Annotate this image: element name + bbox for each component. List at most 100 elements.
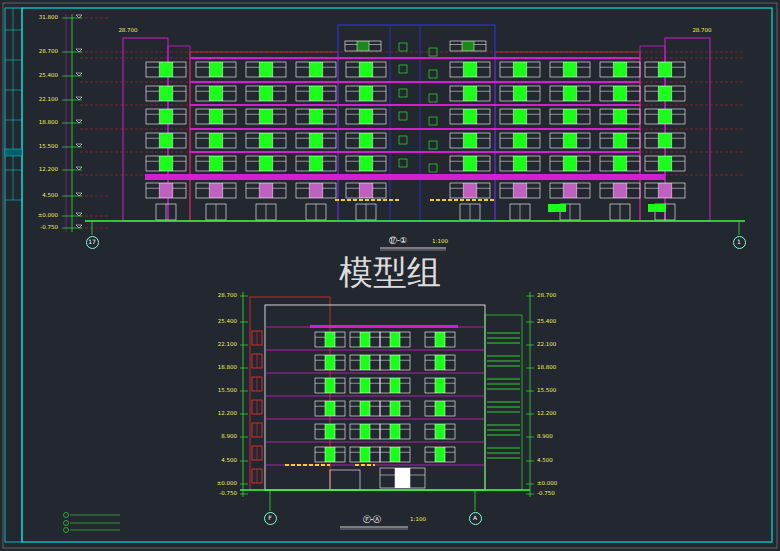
window-frame <box>425 378 455 393</box>
axis-line <box>475 490 476 511</box>
level-mark <box>76 120 82 123</box>
level-mark <box>76 49 82 52</box>
window-frame <box>315 447 345 462</box>
stair-window <box>429 164 437 172</box>
window-glass <box>435 401 445 416</box>
window-frame <box>500 86 540 101</box>
stair-window-line <box>257 331 258 345</box>
window-mullion <box>576 133 577 148</box>
window-transom <box>273 161 286 162</box>
door-line <box>620 204 621 220</box>
stair-window <box>399 136 407 144</box>
window-glass <box>209 86 222 101</box>
level-mark <box>76 167 82 170</box>
window-glass <box>209 183 222 198</box>
window-mullion <box>159 133 160 148</box>
window-transom <box>380 475 395 476</box>
elevation-text: 25.400 <box>39 73 58 79</box>
window-mullion <box>476 156 477 171</box>
view-title: ⑰-① <box>389 237 407 245</box>
window-glass <box>159 183 172 198</box>
window-transom <box>477 114 490 115</box>
window-mullion <box>172 156 173 171</box>
window-mullion <box>476 109 477 124</box>
window-frame <box>645 133 685 148</box>
window-mullion <box>335 401 336 416</box>
window-glass <box>435 355 445 370</box>
elevation-text: 4.500 <box>221 458 237 464</box>
window-transom <box>335 452 345 453</box>
window-transom <box>527 138 540 139</box>
window-mullion <box>322 156 323 171</box>
window-glass <box>658 109 671 124</box>
window-mullion <box>526 133 527 148</box>
level-line <box>80 196 110 197</box>
window-transom <box>196 161 209 162</box>
window-transom <box>315 383 325 384</box>
window-mullion <box>360 447 361 462</box>
window-mullion <box>613 183 614 198</box>
window-glass <box>463 156 476 171</box>
window-transom <box>323 67 336 68</box>
level-mark <box>76 73 82 76</box>
window-mullion <box>335 424 336 439</box>
level-line <box>80 216 110 217</box>
window-frame <box>315 332 345 347</box>
window-mullion <box>272 183 273 198</box>
window-mullion <box>372 86 373 101</box>
window-mullion <box>359 183 360 198</box>
window-glass <box>563 109 576 124</box>
elevation-text: 22.100 <box>39 97 58 103</box>
window-transom <box>627 138 640 139</box>
window-mullion <box>322 86 323 101</box>
window-frame <box>196 86 236 101</box>
window-mullion <box>259 86 260 101</box>
window-mullion <box>526 62 527 77</box>
window-frame <box>380 468 425 488</box>
window-transom <box>450 44 462 45</box>
dimension-tick <box>526 391 534 392</box>
entrance-canopy <box>285 464 330 466</box>
window-transom <box>550 138 563 139</box>
window-mullion <box>372 62 373 77</box>
window-glass <box>563 86 576 101</box>
window-mullion <box>272 133 273 148</box>
elevation-text: ±0.000 <box>38 213 58 219</box>
window-mullion <box>360 378 361 393</box>
window-frame <box>146 109 186 124</box>
floor-band <box>190 151 640 153</box>
window-frame <box>380 401 410 416</box>
level-line <box>80 129 745 130</box>
window-mullion <box>463 109 464 124</box>
window-transom <box>246 188 259 189</box>
window-transom <box>380 406 390 407</box>
stair-window <box>252 354 262 368</box>
window-transom <box>350 337 360 338</box>
axis-number: A <box>473 515 477 521</box>
axis-bubble: 17 <box>86 236 99 249</box>
level-line <box>80 228 110 229</box>
window-glass <box>357 41 369 51</box>
window-transom <box>627 188 640 189</box>
window-frame <box>450 133 490 148</box>
window-glass <box>359 156 372 171</box>
legend-symbol <box>64 521 69 526</box>
axis-bubble: F <box>264 512 277 525</box>
window-transom <box>323 114 336 115</box>
window-mullion <box>390 424 391 439</box>
window-mullion <box>159 62 160 77</box>
window-transom <box>323 161 336 162</box>
window-mullion <box>671 156 672 171</box>
window-mullion <box>626 156 627 171</box>
window-mullion <box>357 41 358 51</box>
window-frame <box>346 133 386 148</box>
window-frame <box>550 183 590 198</box>
window-transom <box>477 67 490 68</box>
window-transom <box>146 67 159 68</box>
window-frame <box>146 86 186 101</box>
window-glass <box>513 156 526 171</box>
window-mullion <box>400 447 401 462</box>
window-mullion <box>435 447 436 462</box>
floor-band <box>190 57 640 59</box>
dimension-tick <box>240 345 248 346</box>
